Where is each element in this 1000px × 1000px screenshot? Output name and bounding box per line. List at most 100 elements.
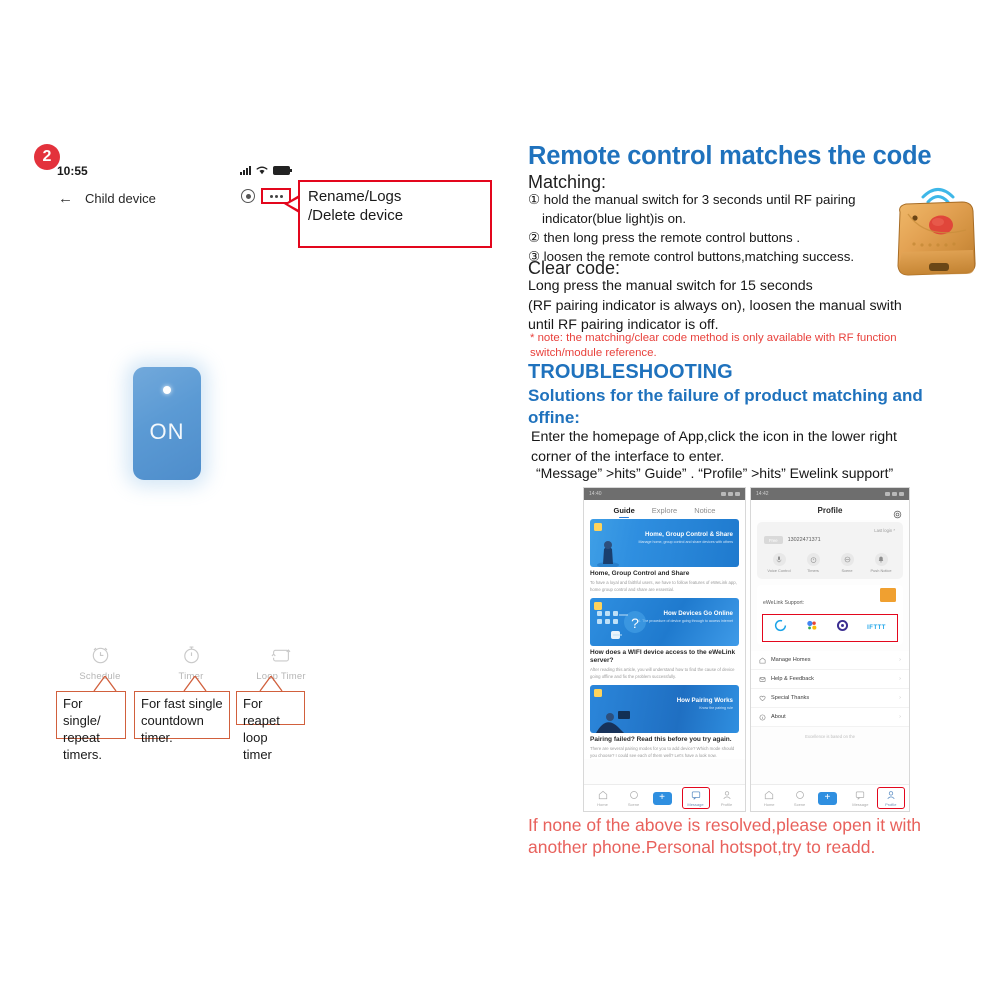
guide-bottom-nav: Home Scene + Message Profile (584, 784, 745, 811)
nav-item-message[interactable]: Message (681, 787, 710, 809)
record-circle-icon[interactable] (241, 189, 255, 203)
quick-actions-row: Voice Control Timers Scene Push Notice (764, 553, 896, 573)
menu-item-help-feedback[interactable]: Help & Feedback › (751, 670, 909, 689)
nav-item-profile[interactable]: Profile (876, 787, 905, 809)
home-icon (591, 789, 615, 801)
battery-icon (735, 492, 740, 496)
signal-icon (721, 492, 726, 496)
phone-status-bar: 14:42 (751, 488, 909, 500)
plan-badge: Free (764, 536, 783, 544)
tip-box-loop: For reapet loop timer (236, 691, 305, 762)
profile-menu-list: Manage Homes › Help & Feedback › Special… (751, 651, 909, 727)
card-badge-icon (594, 689, 602, 698)
footer-red-note: If none of the above is resolved,please … (528, 814, 978, 859)
google-nest-icon[interactable] (836, 619, 849, 637)
article-body: There are several pairing modes for you … (590, 746, 735, 758)
matching-step: ③ loosen the remote control buttons,matc… (528, 248, 855, 264)
article-body: After reading this article, you will und… (590, 667, 735, 679)
mic-icon (772, 553, 786, 566)
heart-icon (759, 695, 766, 701)
tab-guide[interactable]: Guide (613, 506, 635, 518)
step-number-badge: 2 (34, 144, 60, 170)
nav-item-profile[interactable]: Profile (715, 789, 739, 807)
enter-line: corner of the interface to enter. (531, 448, 725, 465)
settings-gear-icon[interactable] (893, 506, 902, 524)
guide-banner[interactable]: How Pairing Works Know the pairing rule (590, 685, 739, 734)
status-time: 14:40 (589, 491, 602, 497)
nav-item-add[interactable]: + (817, 791, 842, 805)
rename-logs-delete-callout: Rename/Logs /Delete device (298, 180, 492, 248)
status-bar-time: 10:55 (57, 164, 88, 178)
battery-icon (273, 166, 292, 175)
nav-label: Profile (720, 802, 733, 807)
banner-title: Home, Group Control & Share (644, 531, 733, 538)
timer-icon (806, 553, 820, 566)
signal-icon (885, 492, 890, 496)
heading-solutions: Solutions for the failure of product mat… (528, 386, 923, 427)
article-heading[interactable]: How does a WIFI device access to the eWe… (590, 649, 736, 665)
clear-code-body: Long press the manual switch for 15 seco… (528, 277, 958, 336)
ifttt-icon[interactable]: IFTTT (867, 625, 886, 631)
signal-bars-icon (240, 166, 251, 175)
heading-remote-control-match: Remote control matches the code (528, 142, 932, 170)
chevron-right-icon: › (899, 714, 901, 720)
article-heading[interactable]: Pairing failed? Read this before you try… (590, 736, 732, 744)
clear-code-line: (RF pairing indicator is always on), loo… (528, 297, 902, 314)
nav-item-scene[interactable]: Scene (788, 789, 812, 807)
bell-icon (874, 553, 888, 566)
back-arrow-icon[interactable]: ← (58, 190, 73, 207)
menu-item-manage-homes[interactable]: Manage Homes › (751, 651, 909, 670)
nav-item-scene[interactable]: Scene (622, 789, 646, 807)
nav-item-home[interactable]: Home (757, 789, 781, 807)
guide-banner[interactable]: Home, Group Control & Share Manage home,… (590, 519, 739, 567)
quick-action-voice-control[interactable]: Voice Control (764, 553, 794, 573)
account-phone-number: 13022471371 (787, 537, 821, 543)
menu-item-about[interactable]: About › (751, 708, 909, 727)
switch-state-label: ON (149, 419, 185, 444)
callout-arrow (284, 195, 299, 213)
chevron-right-icon: › (899, 676, 901, 682)
quick-action-push-notice[interactable]: Push Notice (866, 553, 896, 573)
timer-mode-loop[interactable]: Loop Timer (241, 640, 321, 682)
google-assistant-icon[interactable] (805, 619, 818, 637)
status-indicators (885, 492, 904, 496)
rf-note-text: * note: the matching/clear code method i… (530, 332, 897, 359)
account-row: Free 13022471371 (764, 536, 896, 544)
nav-label: Scene (627, 802, 640, 807)
quick-action-label: Scene (841, 568, 853, 573)
guide-article-list: Home, Group Control & Share Manage home,… (584, 519, 745, 760)
timer-mode-schedule[interactable]: Schedule (60, 640, 140, 682)
tip-leader-line (182, 676, 207, 692)
support-label: eWeLink Support: (763, 600, 805, 606)
timer-mode-timer[interactable]: Timer (151, 640, 231, 682)
scene-icon (840, 553, 854, 566)
plus-icon[interactable]: + (817, 791, 837, 805)
switch-device-tile[interactable]: ON (133, 367, 201, 480)
quick-action-timers[interactable]: Timers (798, 553, 828, 573)
matching-step: ② then long press the remote control but… (528, 229, 801, 245)
tab-explore[interactable]: Explore (651, 506, 678, 515)
guide-banner[interactable]: How Devices Go Online 4. The procedure o… (590, 598, 739, 646)
callout-line-2: /Delete device (308, 207, 404, 225)
clear-code-line: Long press the manual switch for 15 seco… (528, 278, 813, 294)
ewelink-support-section: eWeLink Support: IFTTT (757, 585, 903, 645)
tip-box-timer: For fast single countdown timer. (134, 691, 230, 745)
nav-item-add[interactable]: + (652, 791, 677, 805)
banner-subtitle: 4. The procedure of device going through… (638, 619, 733, 623)
tab-notice[interactable]: Notice (694, 506, 716, 515)
message-icon (848, 789, 872, 801)
alexa-icon[interactable] (774, 619, 787, 637)
nav-item-message[interactable]: Message (848, 789, 872, 807)
stopwatch-icon (151, 640, 231, 668)
page-title: Child device (85, 191, 156, 206)
info-icon (759, 714, 766, 720)
quick-action-scene[interactable]: Scene (832, 553, 862, 573)
nav-item-home[interactable]: Home (591, 789, 615, 807)
led-indicator-icon (163, 386, 171, 394)
matching-steps-list: ① hold the manual switch for 3 seconds u… (528, 191, 928, 267)
plus-icon[interactable]: + (652, 791, 672, 805)
menu-item-special-thanks[interactable]: Special Thanks › (751, 689, 909, 708)
matching-step-cont: indicator(blue light)is on. (542, 210, 687, 226)
quick-action-label: Voice Control (767, 568, 791, 573)
article-heading[interactable]: Home, Group Control and Share (590, 570, 690, 577)
